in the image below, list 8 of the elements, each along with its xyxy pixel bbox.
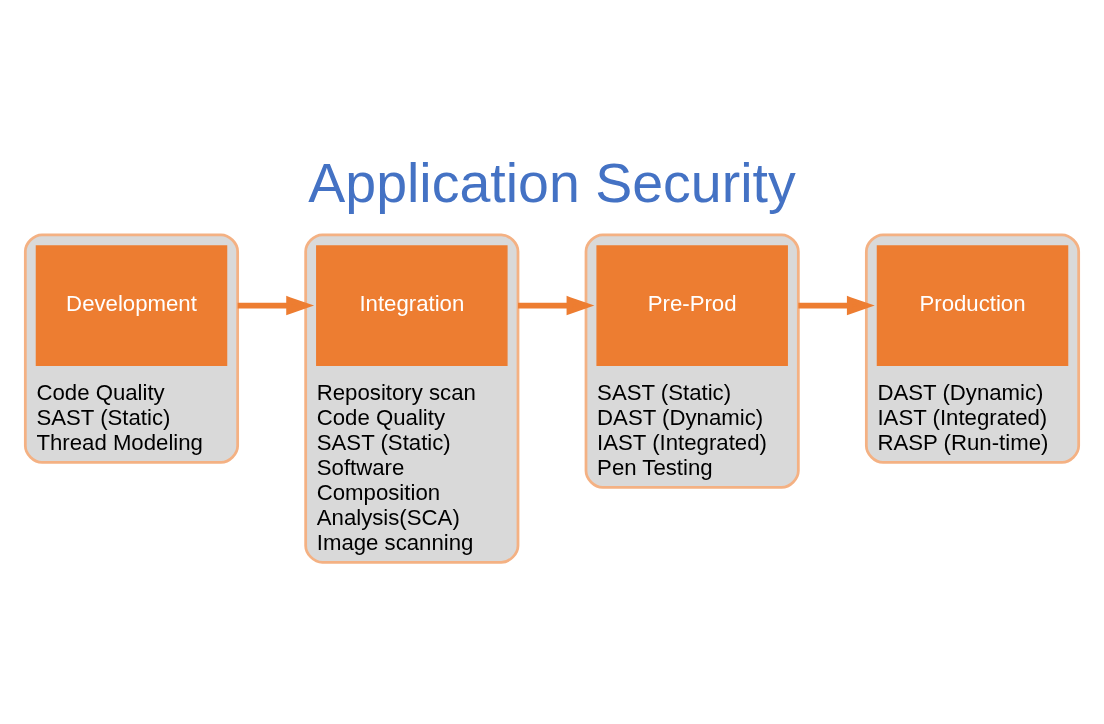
node-box: Pre-Prod xyxy=(596,244,788,366)
node-box: Integration xyxy=(316,244,508,366)
node-box: Development xyxy=(35,244,228,366)
arrow xyxy=(237,295,315,315)
node-box: Production xyxy=(876,244,1069,366)
diagram-title: Application Security xyxy=(308,151,796,214)
arrow xyxy=(798,295,875,315)
arrow xyxy=(518,295,595,315)
